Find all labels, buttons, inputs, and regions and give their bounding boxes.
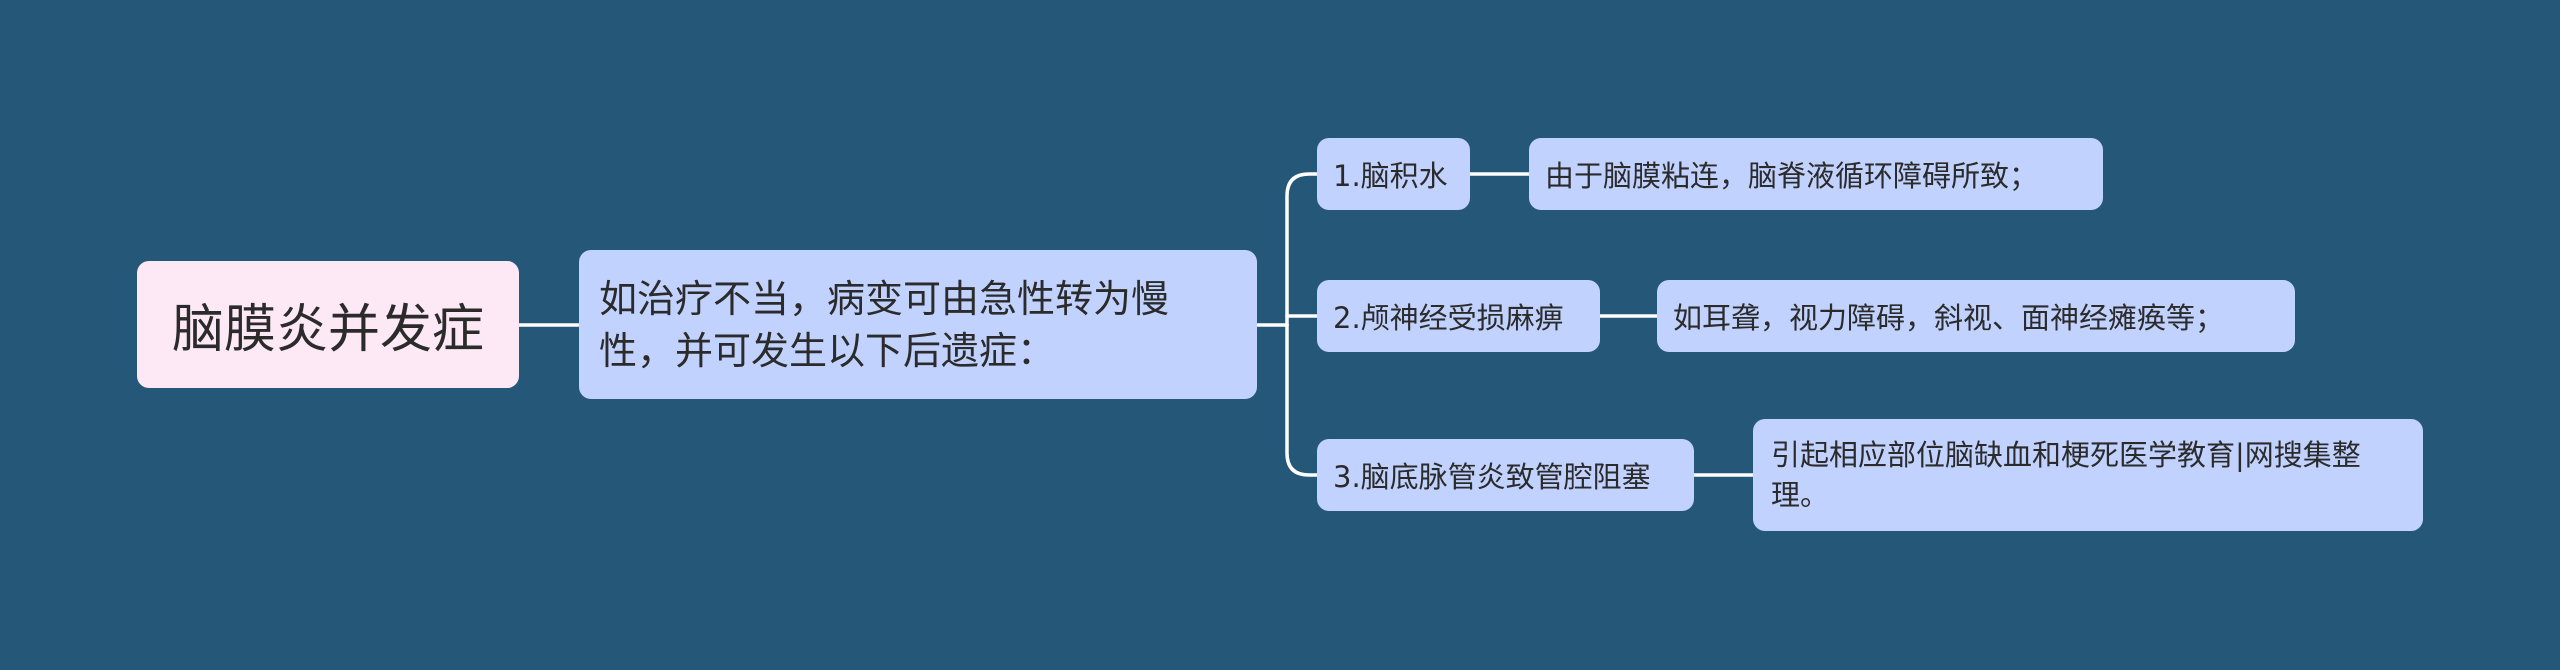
detail-node-cranial-nerve[interactable]: 如耳聋，视力障碍，斜视、面神经瘫痪等；	[1657, 280, 2295, 352]
branch-node-vasculitis[interactable]: 3.脑底脉管炎致管腔阻塞	[1317, 439, 1694, 511]
branch-label: 1.脑积水	[1333, 159, 1448, 193]
branch-label: 3.脑底脉管炎致管腔阻塞	[1333, 460, 1651, 494]
detail-text: 如耳聋，视力障碍，斜视、面神经瘫痪等；	[1673, 301, 2225, 335]
main-topic-node[interactable]: 如治疗不当，病变可由急性转为慢性，并可发生以下后遗症：	[579, 250, 1257, 399]
connector-branch-3	[1285, 323, 1319, 477]
main-topic-text: 如治疗不当，病变可由急性转为慢性，并可发生以下后遗症：	[599, 276, 1170, 373]
root-node-text: 脑膜炎并发症	[171, 300, 484, 360]
connector-branch-1	[1285, 172, 1319, 327]
root-node[interactable]: 脑膜炎并发症	[137, 261, 519, 388]
branch-node-cranial-nerve[interactable]: 2.颅神经受损麻痹	[1317, 280, 1600, 352]
detail-text: 引起相应部位脑缺血和梗死医学教育|网搜集整理。	[1771, 438, 2361, 512]
detail-text: 由于脑膜粘连，脑脊液循环障碍所致；	[1545, 159, 2039, 193]
detail-node-hydrocephalus[interactable]: 由于脑膜粘连，脑脊液循环障碍所致；	[1529, 138, 2103, 210]
branch-node-hydrocephalus[interactable]: 1.脑积水	[1317, 138, 1470, 210]
detail-node-vasculitis[interactable]: 引起相应部位脑缺血和梗死医学教育|网搜集整理。	[1753, 419, 2423, 531]
branch-label: 2.颅神经受损麻痹	[1333, 301, 1564, 335]
